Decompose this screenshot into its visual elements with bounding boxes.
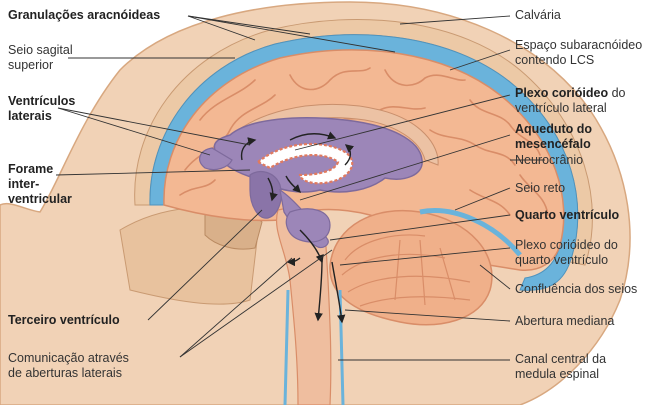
leader-lines xyxy=(55,15,545,361)
ventricular-system xyxy=(199,117,423,324)
label-seio-reto: Seio reto xyxy=(515,181,566,195)
label-plexo-quarto: Plexo corióideo do quarto ventrículo xyxy=(515,238,618,267)
label-forame: Forame inter- ventricular xyxy=(8,162,72,206)
label-calvaria: Calvária xyxy=(515,8,561,22)
label-quarto-ventriculo: Quarto ventrículo xyxy=(515,208,620,222)
label-abertura-mediana: Abertura mediana xyxy=(515,314,615,328)
label-plexo-lateral-line2: ventrículo lateral xyxy=(515,101,607,115)
label-granulacoes: Granulações aracnóideas xyxy=(8,8,161,22)
label-aqueduto: Aqueduto do mesencéfalo xyxy=(515,122,593,151)
label-espaco-subaracnoideo: Espaço subaracnóideo contendo LCS xyxy=(515,38,643,67)
label-comunicacao: Comunicação através de aberturas laterai… xyxy=(8,351,129,380)
label-neurocranio: Neurocrânio xyxy=(515,153,584,167)
label-terceiro-ventriculo: Terceiro ventrículo xyxy=(8,313,120,327)
label-plexo-lateral-bold: Plexo corióideo xyxy=(515,86,609,100)
label-confluencia: Confluência dos seios xyxy=(515,282,638,296)
label-ventriculos-laterais: Ventrículos laterais xyxy=(8,94,76,123)
label-seio-sagital: Seio sagital superior xyxy=(8,43,73,72)
label-plexo-lateral-rest: do xyxy=(608,86,626,100)
label-canal-central: Canal central da medula espinal xyxy=(515,352,607,381)
cerebellum xyxy=(329,209,493,326)
choroid-plexus-lateral xyxy=(255,142,354,185)
